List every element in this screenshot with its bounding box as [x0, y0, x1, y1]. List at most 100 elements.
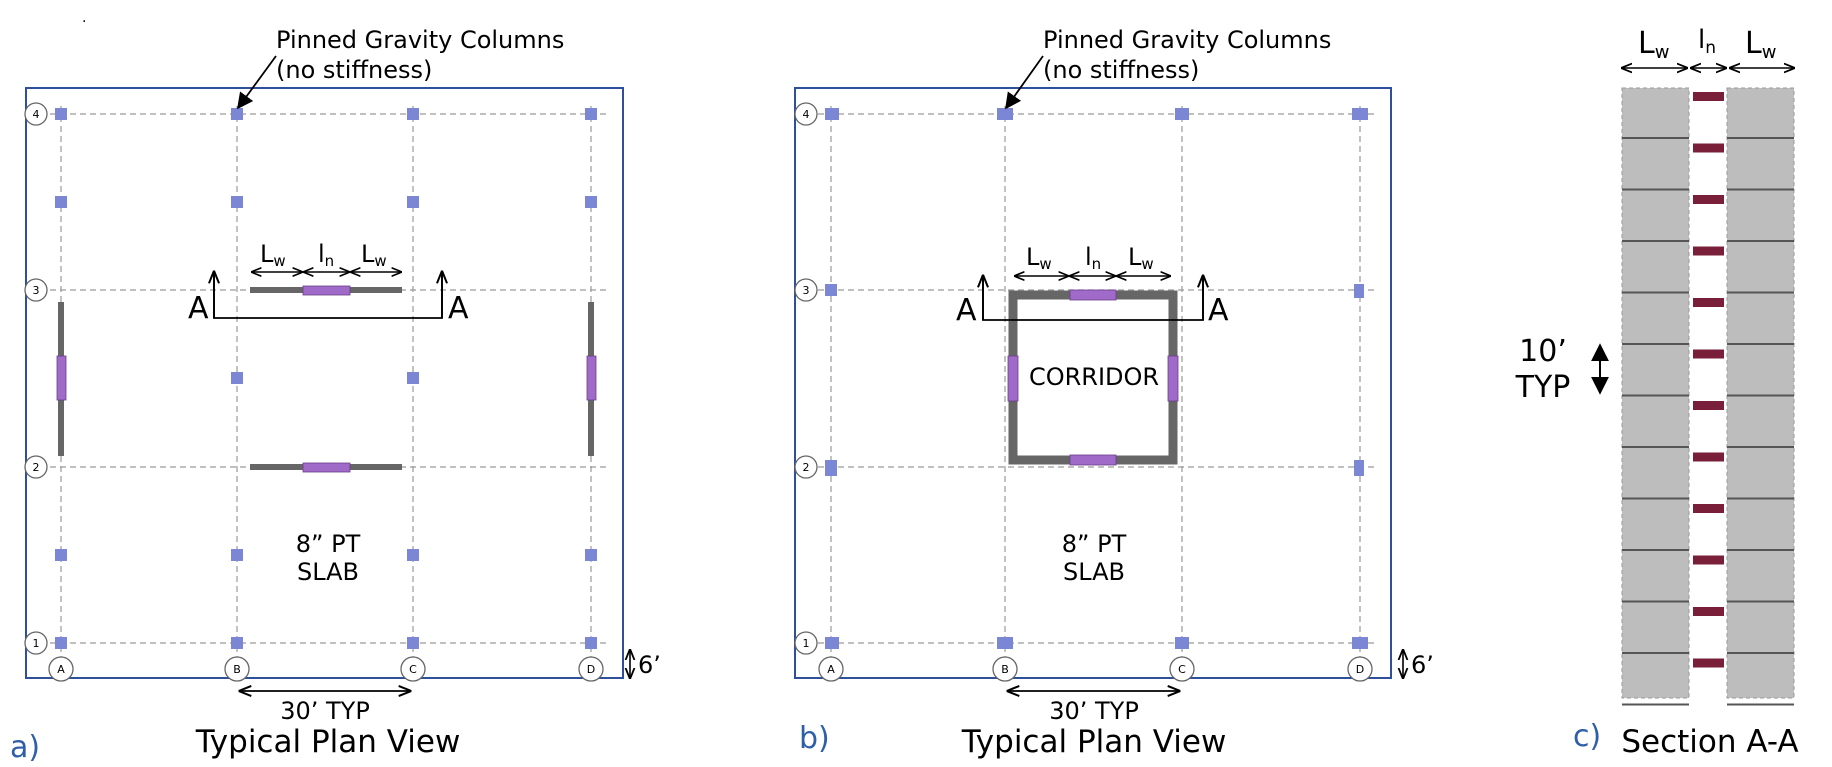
story-typ-label: TYP: [1515, 370, 1571, 405]
col-bubble: [48, 656, 74, 682]
slab-label: SLAB: [1063, 558, 1125, 586]
floor-lines: [1622, 137, 1794, 706]
right-wall-section: [1726, 87, 1795, 699]
row-bubble: [24, 631, 48, 655]
gravity-column: [231, 637, 243, 649]
section-coupling-beam: [1693, 607, 1724, 616]
story-height-label: 10’: [1519, 334, 1567, 369]
row-bubble: [24, 102, 48, 126]
section-coupling-beam: [1693, 504, 1724, 513]
gravity-column: [585, 637, 597, 649]
gravity-columns: [825, 108, 1368, 649]
slab-label: 8” PT: [296, 530, 361, 558]
col-label: B: [233, 663, 241, 676]
panel-b: 4 3 2 1 A B C D: [794, 26, 1434, 760]
gravity-column: [55, 196, 67, 208]
wall-length-label: Lw: [1026, 243, 1052, 273]
coupling-beams: [1007, 289, 1179, 466]
coupling-beam: [56, 355, 67, 401]
slab-label: 8” PT: [1062, 530, 1127, 558]
grid-bubbles-rows: [24, 102, 48, 655]
gravity-column: [997, 108, 1013, 120]
gravity-column: [997, 637, 1013, 649]
section-coupling-beam: [1693, 555, 1724, 565]
col-bubble: [578, 656, 604, 682]
gravity-column: [407, 549, 419, 561]
col-label: D: [587, 663, 595, 676]
gravity-columns: [55, 108, 597, 649]
row-label: 3: [33, 284, 40, 297]
wall-length-label: Lw: [1745, 26, 1776, 63]
row-label: 4: [803, 108, 810, 121]
gravity-column: [407, 196, 419, 208]
coupling-beam: [1167, 355, 1179, 402]
gravity-column: [231, 196, 243, 208]
gravity-column: [825, 284, 837, 296]
section-coupling-beam: [1693, 246, 1724, 256]
section-coupling-beam: [1693, 349, 1724, 359]
col-bubble: [224, 656, 250, 682]
section-marker: A: [956, 293, 977, 328]
edge-label: 6’: [638, 651, 661, 679]
callout-label: (no stiffness): [276, 56, 432, 84]
gravity-column: [1354, 460, 1364, 476]
gravity-column: [825, 637, 839, 649]
wall-length-label: Lw: [1638, 26, 1669, 63]
panel-title: Typical Plan View: [961, 724, 1227, 760]
gravity-column: [231, 372, 243, 384]
section-coupling-beam: [1693, 452, 1724, 462]
panel-letter: c): [1573, 719, 1601, 754]
slab-label: SLAB: [297, 558, 359, 586]
gravity-column: [55, 108, 67, 120]
plan-frame: [794, 87, 1392, 679]
gravity-column: [407, 372, 419, 384]
col-label: C: [409, 663, 417, 676]
beam-length-label: ln: [1698, 25, 1716, 58]
wall-length-label: Lw: [361, 240, 387, 270]
grid-lines: [808, 106, 1378, 666]
coupling-beam: [1069, 289, 1117, 301]
col-label: B: [1001, 663, 1009, 676]
gravity-column: [585, 108, 597, 120]
section-coupling-beam: [1693, 298, 1724, 307]
grid-bubbles-cols: [48, 656, 604, 682]
section-marker: A: [188, 291, 209, 326]
row-label: 3: [803, 284, 810, 297]
gravity-column: [1175, 108, 1189, 120]
row-bubble: [24, 455, 48, 479]
col-bubble: [1347, 656, 1373, 682]
wall-length-label: Lw: [260, 240, 286, 270]
panel-title: Typical Plan View: [195, 724, 461, 760]
row-label: 1: [33, 637, 40, 650]
gravity-column: [231, 108, 243, 120]
coupling-beam: [1069, 454, 1117, 466]
section-walls: [1621, 87, 1795, 699]
col-bubble: [992, 656, 1018, 682]
corridor-label: CORRIDOR: [1029, 363, 1159, 391]
panel-a: 4 3 2 1 A B C D: [10, 10, 661, 765]
row-bubble: [794, 278, 818, 302]
row-bubble: [794, 455, 818, 479]
section-coupling-beam: [1693, 401, 1724, 410]
col-bubble: [400, 656, 426, 682]
coupling-beam: [302, 462, 351, 473]
grid-bubbles-rows: [794, 102, 818, 655]
gravity-column: [585, 196, 597, 208]
section-coupling-beam: [1693, 92, 1724, 101]
grid-bubbles-cols: [818, 656, 1373, 682]
callout-label: Pinned Gravity Columns: [276, 26, 564, 54]
coupling-beam: [586, 355, 597, 401]
callout-label: Pinned Gravity Columns: [1043, 26, 1331, 54]
gravity-column: [231, 549, 243, 561]
gravity-column: [407, 108, 419, 120]
callout-arrow: [1005, 55, 1044, 110]
section-coupling-beam: [1693, 658, 1724, 668]
panel-title: Section A-A: [1621, 724, 1798, 760]
gravity-column: [1352, 108, 1368, 120]
row-bubble: [794, 102, 818, 126]
beam-length-label: ln: [318, 240, 334, 270]
coupling-beam: [1007, 355, 1019, 402]
beam-length-label: ln: [1085, 243, 1101, 273]
panel-letter: a): [10, 730, 40, 765]
